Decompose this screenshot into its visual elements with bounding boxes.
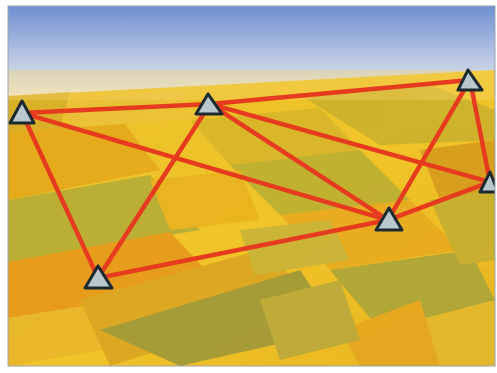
triangulation-scene [0,0,497,373]
